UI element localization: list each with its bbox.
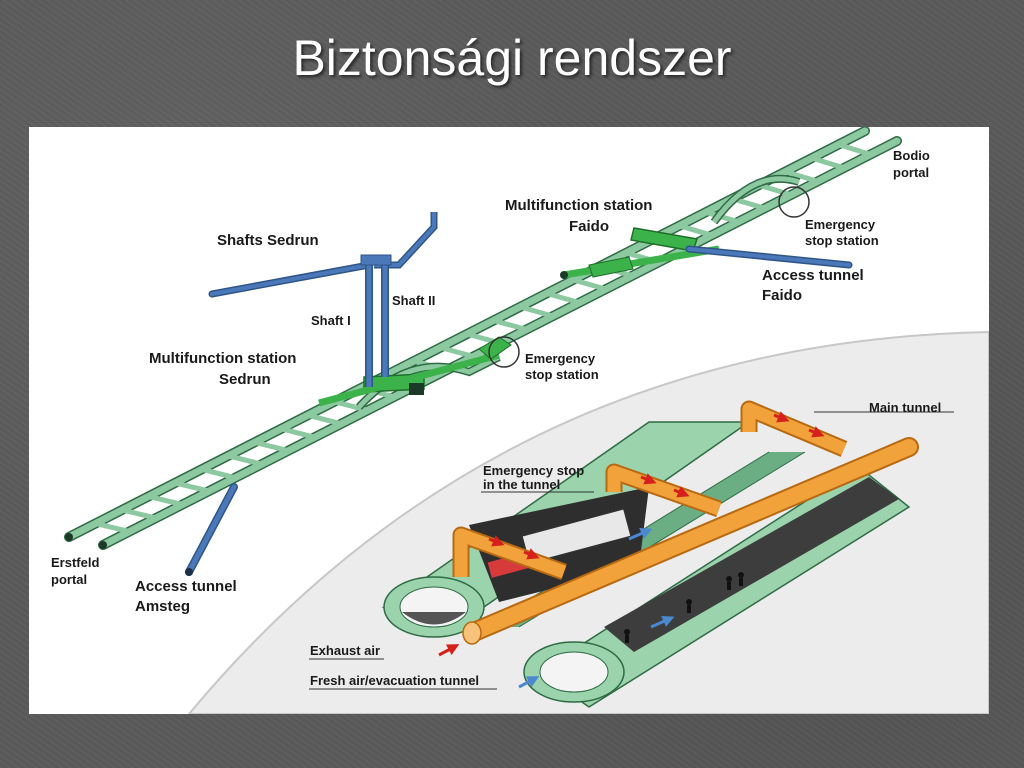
label-emergency-stop-tunnel-l2: in the tunnel [483, 477, 560, 492]
cross-passage [837, 142, 872, 157]
inset-exhaust-arrows [438, 411, 825, 657]
leader-lines [309, 411, 954, 690]
cross-passage [758, 182, 792, 198]
cross-passage [439, 345, 475, 359]
inset-fresh-air-arrows [518, 527, 675, 689]
label-bodio-portal-l2: portal [893, 165, 929, 180]
label-emergency-stop-sedrun-l2: stop station [525, 367, 599, 382]
label-access-tunnel-amsteg-l2: Amsteg [135, 598, 190, 615]
cross-passage [678, 223, 713, 238]
label-mfs-faido-l2: Faido [569, 218, 609, 235]
cross-passage [811, 155, 845, 171]
erstfeld-portal-mouth-east [99, 541, 107, 549]
label-emergency-stop-faido-l1: Emergency [805, 217, 876, 232]
label-emergency-stop-sedrun-l1: Emergency [525, 351, 596, 366]
label-exhaust-air: Exhaust air [310, 643, 380, 658]
cross-passage [784, 169, 819, 184]
label-access-tunnel-faido-l2: Faido [762, 287, 802, 304]
mfs-sedrun-structure [318, 336, 512, 407]
label-shafts-sedrun: Shafts Sedrun [217, 232, 319, 249]
access-tunnel-faido-structure [685, 245, 853, 269]
label-main-tunnel: Main tunnel [869, 400, 941, 415]
cross-passage [227, 453, 263, 467]
diagram-labels: Bodio portal Multifunction station Faido… [51, 148, 941, 688]
cross-passage [492, 318, 528, 332]
label-mfs-faido-l1: Multifunction station [505, 197, 652, 214]
label-access-tunnel-amsteg-l1: Access tunnel [135, 578, 237, 595]
label-mfs-sedrun-l1: Multifunction station [149, 350, 296, 367]
cross-passage [545, 290, 581, 306]
shafts-sedrun-structure [208, 212, 438, 387]
sedrun-bypass-fill [357, 354, 501, 409]
cross-passage [201, 466, 236, 481]
cross-passage [148, 493, 183, 508]
label-erstfeld-portal-l1: Erstfeld [51, 555, 99, 570]
label-shaft-2: Shaft II [392, 293, 435, 308]
cross-passage [307, 412, 342, 427]
tunnel-diagram: Bodio portal Multifunction station Faido… [51, 127, 989, 714]
label-bodio-portal-l1: Bodio [893, 148, 930, 163]
cross-passage [121, 507, 157, 521]
slide-title: Biztonsági rendszer [292, 30, 732, 86]
label-fresh-air: Fresh air/evacuation tunnel [310, 673, 479, 688]
inset-exhaust-ducts [452, 400, 919, 645]
emergency-stop-sedrun-marker [488, 336, 520, 368]
cross-passage [94, 521, 131, 534]
label-mfs-sedrun-l2: Sedrun [219, 371, 271, 388]
inset-main-tunnel-right [523, 466, 911, 708]
cross-passage [174, 480, 210, 494]
label-shaft-1: Shaft I [311, 313, 351, 328]
erstfeld-portal-mouth-west [65, 533, 73, 541]
access-tunnel-amsteg-structure [185, 483, 238, 576]
cross-passage [572, 277, 607, 292]
cross-passage [280, 426, 316, 440]
label-access-tunnel-faido-l1: Access tunnel [762, 267, 864, 284]
inset-evacuating-people [624, 572, 744, 643]
emergency-stop-faido-marker [778, 186, 810, 218]
label-erstfeld-portal-l2: portal [51, 572, 87, 587]
label-emergency-stop-faido-l2: stop station [805, 233, 879, 248]
diagram-panel: Bodio portal Multifunction station Faido… [29, 127, 989, 714]
label-emergency-stop-tunnel-l1: Emergency stop [483, 463, 584, 478]
cross-passage [519, 304, 554, 319]
faido-bypass-fill [711, 176, 800, 224]
cross-passage [254, 439, 289, 454]
